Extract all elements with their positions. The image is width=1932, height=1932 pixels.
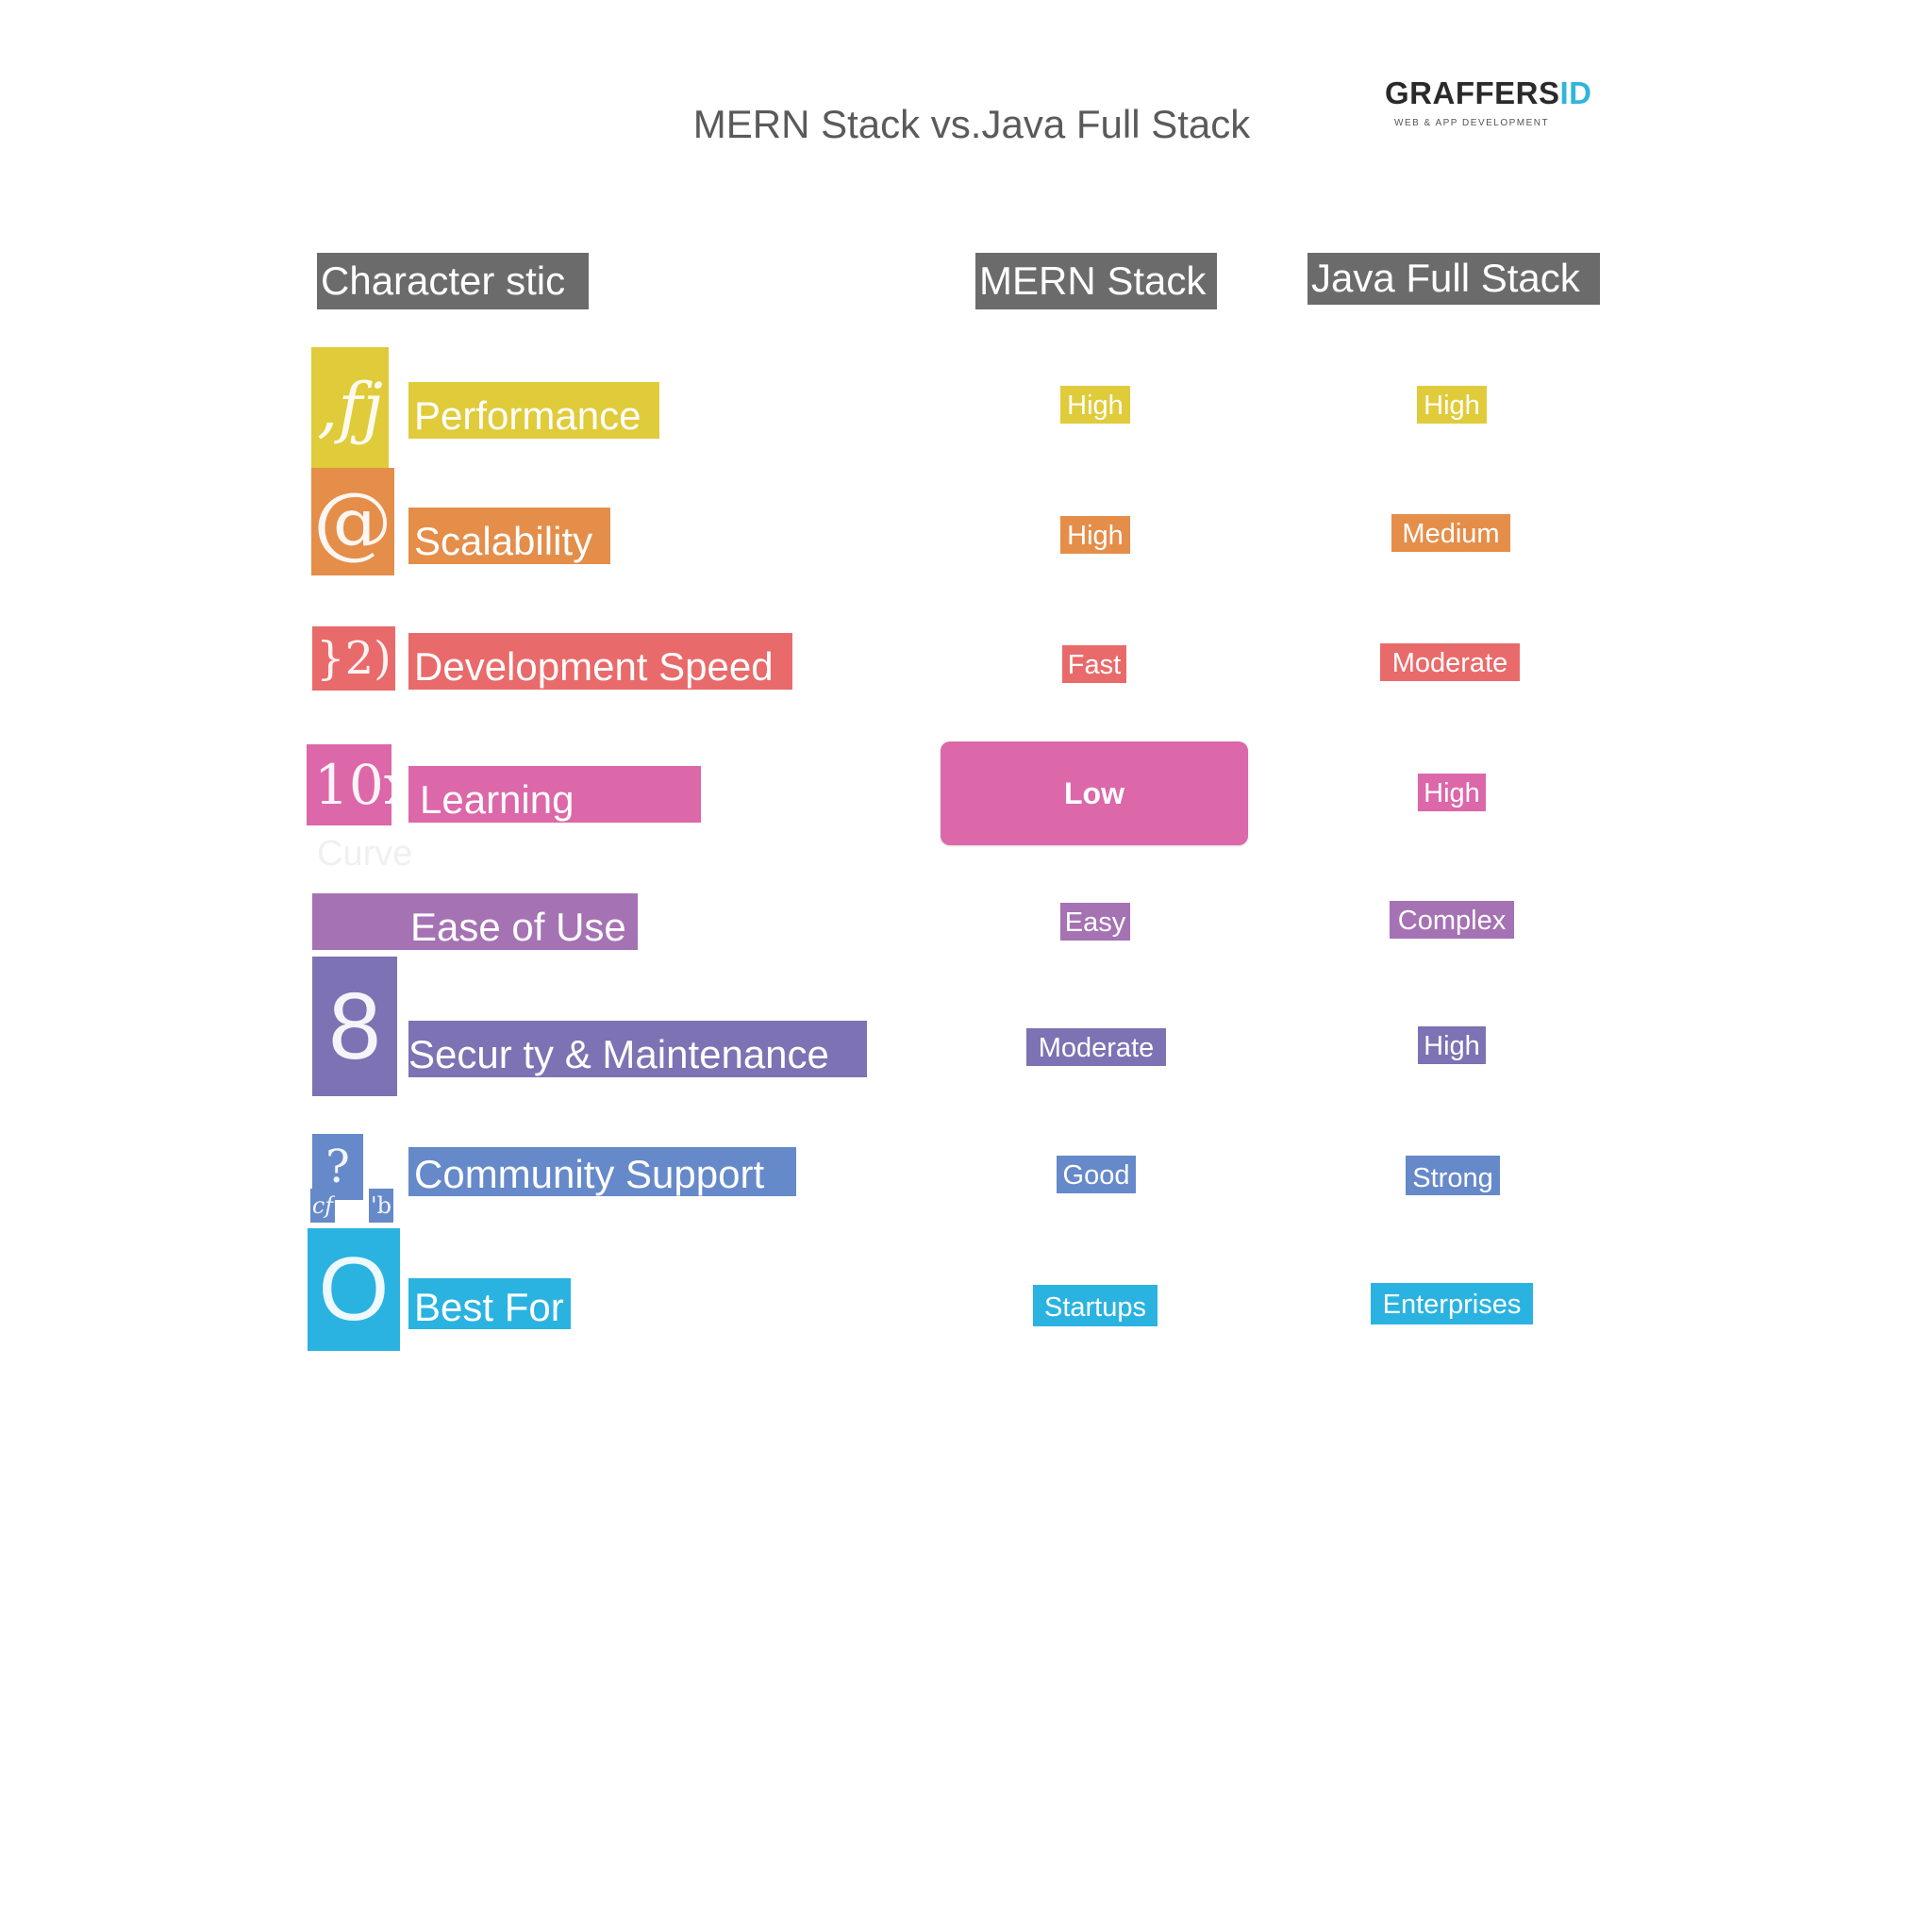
row-label-best-for: Best For bbox=[408, 1278, 571, 1329]
community-support-icon-part: cf bbox=[310, 1189, 335, 1223]
header-mern-stack: MERN Stack bbox=[975, 253, 1217, 309]
community-support-icon-part-2: 'b bbox=[369, 1189, 393, 1223]
row-label-development-speed: Development Speed bbox=[408, 633, 792, 690]
row-label-performance: Performance bbox=[408, 382, 659, 439]
row-label-learning-curve: Learning bbox=[408, 766, 701, 823]
development-speed-icon: }2) bbox=[312, 626, 395, 691]
scalability-icon: @ bbox=[311, 468, 394, 575]
header-java-full-stack: Java Full Stack bbox=[1307, 253, 1600, 305]
mern-value-development-speed: Fast bbox=[1062, 645, 1126, 683]
java-value-security-maintenance: High bbox=[1418, 1026, 1486, 1064]
mern-value-learning-curve: Low bbox=[941, 741, 1248, 845]
mern-value-community-support: Good bbox=[1057, 1156, 1136, 1193]
mern-value-performance: High bbox=[1060, 386, 1130, 424]
row-label-ease-of-use: Ease of Use bbox=[312, 893, 638, 950]
best-for-icon: O bbox=[308, 1228, 400, 1351]
java-value-development-speed: Moderate bbox=[1380, 643, 1520, 681]
java-value-best-for: Enterprises bbox=[1371, 1283, 1533, 1324]
row-label-security-maintenance: Secur ty & Maintenance bbox=[408, 1021, 867, 1077]
java-value-performance: High bbox=[1417, 386, 1487, 424]
row-label-community-support: Community Support bbox=[408, 1147, 796, 1196]
mern-value-ease-of-use: Easy bbox=[1060, 903, 1130, 941]
java-value-scalability: Medium bbox=[1391, 514, 1510, 552]
mern-value-security-maintenance: Moderate bbox=[1026, 1028, 1166, 1066]
page-title: MERN Stack vs.Java Full Stack bbox=[692, 102, 1251, 146]
graffersid-logo: GRAFFERSID WEB & APP DEVELOPMENT bbox=[1385, 75, 1592, 128]
learning-curve-icon: 10x bbox=[307, 744, 391, 825]
header-characteristic: Character stic bbox=[317, 253, 589, 309]
row-label-scalability: Scalability bbox=[408, 508, 610, 564]
mern-value-scalability: High bbox=[1060, 516, 1130, 554]
performance-icon: ,fj bbox=[311, 347, 389, 468]
java-value-learning-curve: High bbox=[1418, 774, 1486, 811]
java-value-ease-of-use: Complex bbox=[1390, 901, 1514, 939]
learning-curve-ghost-text: Curve bbox=[317, 834, 413, 874]
java-value-community-support: Strong bbox=[1406, 1156, 1500, 1195]
mern-value-best-for: Startups bbox=[1033, 1285, 1158, 1326]
security-icon: 8 bbox=[312, 957, 397, 1096]
